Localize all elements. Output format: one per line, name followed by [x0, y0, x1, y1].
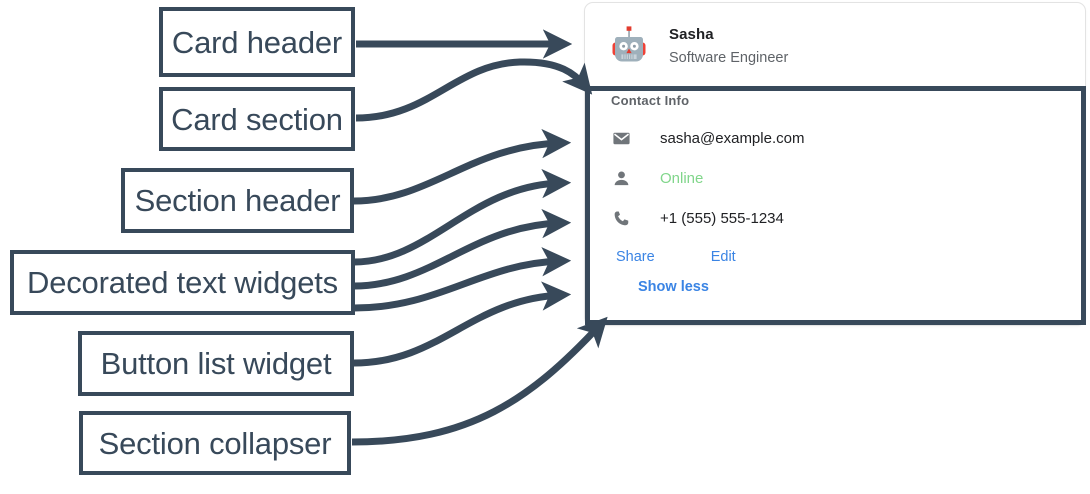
card-header: Sasha Software Engineer: [585, 3, 1085, 75]
connector-decorated-text-3: [353, 247, 572, 312]
callout-section-header: Section header: [121, 168, 354, 233]
decorated-text-widget-status: Online: [611, 165, 1085, 191]
callout-label: Button list widget: [100, 346, 332, 381]
callout-decorated-text-widgets: Decorated text widgets: [10, 250, 355, 315]
connector-section-header: [353, 128, 572, 205]
email-icon: [611, 128, 631, 148]
callout-card-section: Card section: [159, 87, 355, 151]
card-title: Sasha: [669, 25, 714, 43]
callout-label: Card section: [171, 101, 343, 137]
callout-label: Card header: [171, 24, 343, 60]
connector-section-collapser: [351, 316, 608, 446]
callout-card-header: Card header: [159, 7, 355, 77]
connector-decorated-text-1: [353, 168, 572, 266]
connector-button-list: [353, 281, 572, 367]
decorated-text-widget-email: sasha@example.com: [611, 125, 1085, 151]
callout-label: Decorated text widgets: [27, 265, 338, 300]
profile-card: Sasha Software Engineer Contact Info sas…: [584, 2, 1086, 326]
connector-card-section: [355, 58, 593, 122]
callout-button-list-widget: Button list widget: [78, 331, 354, 396]
decorated-text-widget-phone: +1 (555) 555-1234: [611, 205, 1085, 231]
callout-label: Section header: [134, 183, 341, 218]
callout-section-collapser: Section collapser: [79, 411, 351, 475]
card-section: Contact Info sasha@example.com Online: [585, 75, 1085, 299]
section-header: Contact Info: [611, 93, 690, 108]
decorated-text-value: Online: [660, 169, 704, 187]
edit-button[interactable]: Edit: [703, 245, 744, 269]
show-less-button[interactable]: Show less: [638, 275, 709, 299]
connector-decorated-text-2: [353, 208, 572, 290]
card-subtitle: Software Engineer: [669, 49, 789, 66]
decorated-text-value: sasha@example.com: [660, 129, 805, 147]
share-button[interactable]: Share: [608, 245, 663, 269]
decorated-text-value: +1 (555) 555-1234: [660, 209, 784, 227]
person-icon: [611, 168, 631, 188]
section-collapser: Show less: [638, 275, 1085, 299]
robot-avatar-icon: [607, 24, 651, 68]
button-list-widget: Share Edit: [608, 245, 1085, 269]
callout-label: Section collapser: [98, 425, 332, 461]
card-header-text: Sasha Software Engineer: [669, 26, 788, 66]
phone-icon: [611, 208, 631, 228]
